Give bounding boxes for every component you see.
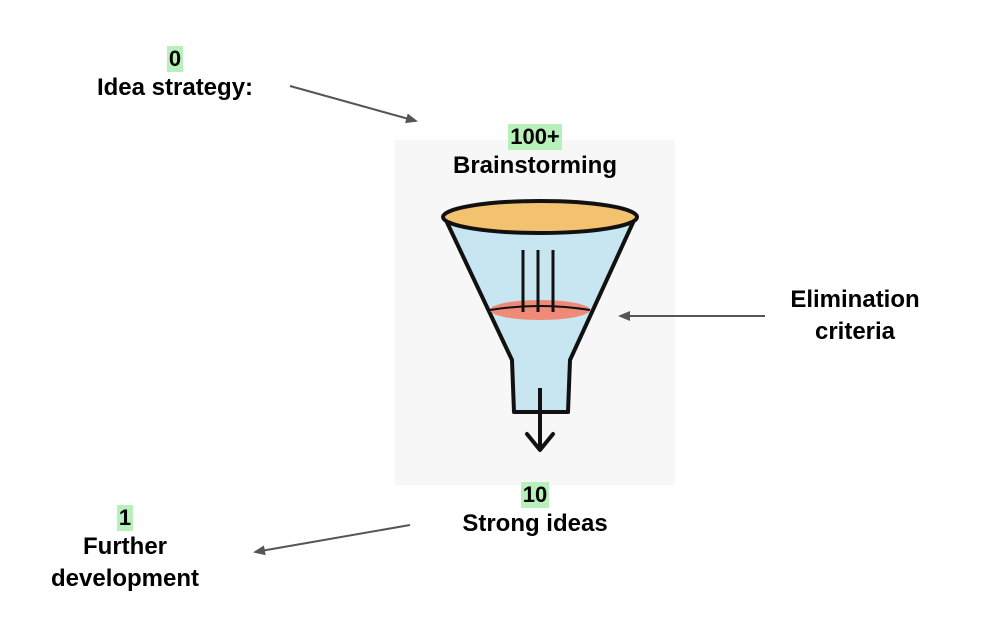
output-arrowhead <box>525 432 555 452</box>
strong-count-badge: 10 <box>520 482 550 508</box>
strong-ideas-node: 10 Strong ideas <box>430 482 640 540</box>
filter-band <box>490 300 590 320</box>
elimination-label-line1: Elimination <box>790 286 920 313</box>
brainstorm-node: 100+ Brainstorming <box>420 124 650 182</box>
brainstorm-label: Brainstorming <box>452 152 617 179</box>
strategy-count-badge: 0 <box>166 46 184 72</box>
strategy-node: 0 Idea strategy: <box>70 46 280 104</box>
strategy-label: Idea strategy: <box>96 74 254 101</box>
elimination-label-line2: criteria <box>814 318 896 345</box>
further-label-line2: development <box>50 565 200 592</box>
filter-band-outline <box>489 305 591 311</box>
strong-label: Strong ideas <box>462 510 608 537</box>
further-count-badge: 1 <box>116 505 134 531</box>
further-label-line1: Further <box>83 533 167 560</box>
brainstorm-count-badge: 100+ <box>508 124 562 150</box>
funnel-rim <box>441 199 639 235</box>
arrow-strategy-to-brainstorm <box>289 85 418 124</box>
elimination-node: Elimination criteria <box>760 284 950 348</box>
further-node: 1 Further development <box>20 505 230 595</box>
arrow-strong-to-further <box>253 524 411 556</box>
